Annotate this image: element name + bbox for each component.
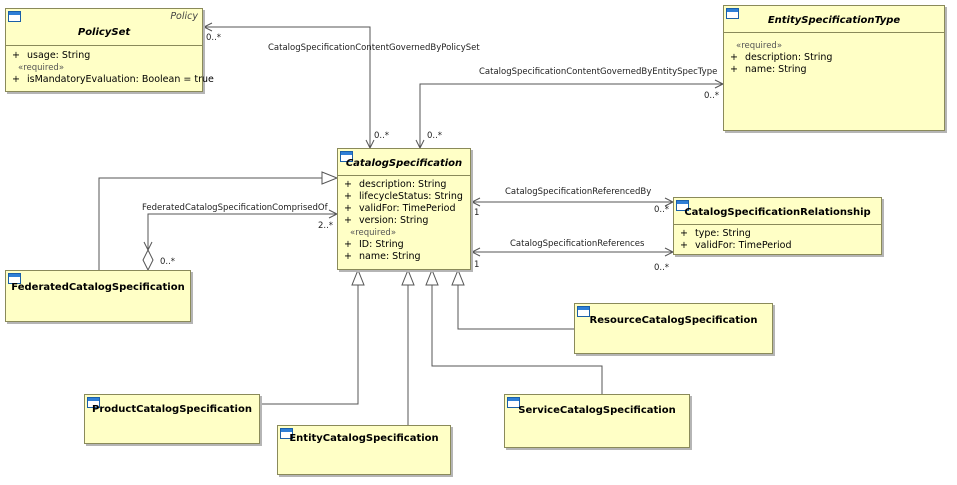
attribute-row: +version: String: [344, 215, 429, 226]
attribute-list: +description: String +lifecycleStatus: S…: [344, 179, 466, 263]
compartment-divider: [338, 175, 470, 176]
assoc-label-governed-by-policy: CatalogSpecificationContentGovernedByPol…: [268, 43, 480, 53]
mult-ref-by-catalog: 1: [474, 208, 480, 218]
class-catalog-specification[interactable]: CatalogSpecification +description: Strin…: [337, 148, 471, 270]
class-icon: [676, 200, 689, 211]
class-catalog-specification-relationship[interactable]: CatalogSpecificationRelationship +type: …: [673, 197, 882, 255]
arrowhead-policy: [202, 22, 213, 32]
assoc-label-referenced-by: CatalogSpecificationReferencedBy: [505, 187, 652, 197]
class-icon: [507, 397, 520, 408]
assoc-governed-by-policy-line: [204, 26, 371, 148]
compartment-divider: [724, 32, 944, 33]
attribute-list: +type: String +validFor: TimePeriod: [680, 228, 877, 252]
arrowhead-ref-by-catalog: [470, 197, 481, 207]
attribute-row: +ID: String: [344, 239, 404, 250]
mult-catalog-entity-end: 0..*: [427, 131, 443, 141]
class-name: FederatedCatalogSpecification: [11, 282, 185, 293]
attribute-row: +validFor: TimePeriod: [680, 240, 792, 251]
mult-catalog-policy-end: 0..*: [374, 131, 390, 141]
class-name: EntityCatalogSpecification: [289, 433, 439, 444]
compartment-divider: [6, 45, 202, 46]
aggregation-comprised-of-line: [147, 213, 337, 250]
generalization-federated-triangle: [321, 171, 339, 185]
mult-comprised-federated: 0..*: [160, 257, 176, 267]
attribute-row: +description: String: [344, 179, 447, 190]
assoc-label-comprised-of: FederatedCatalogSpecificationComprisedOf: [142, 203, 328, 213]
class-name: CatalogSpecification: [345, 158, 463, 169]
generalization-triangle-entity: [401, 268, 415, 286]
class-policy-set[interactable]: Policy PolicySet +usage: String «require…: [5, 8, 214, 92]
attribute-list: «required» +description: String +name: S…: [730, 40, 940, 76]
stereotype-label: Policy: [170, 11, 198, 22]
class-icon: [280, 428, 293, 439]
class-product-catalog-specification[interactable]: ProductCatalogSpecification: [84, 394, 260, 444]
assoc-governed-by-entity-line: [419, 83, 723, 148]
class-service-catalog-specification[interactable]: ServiceCatalogSpecification: [504, 394, 690, 448]
class-icon: [8, 273, 21, 284]
attribute-row: +usage: String: [12, 50, 91, 61]
generalization-triangle-resource: [451, 268, 465, 286]
class-name: ProductCatalogSpecification: [92, 404, 252, 415]
class-name: EntitySpecificationType: [767, 15, 901, 26]
class-icon: [340, 151, 353, 162]
generalization-product-line: [260, 285, 359, 405]
class-entity-catalog-specification[interactable]: EntityCatalogSpecification: [277, 425, 451, 475]
attribute-row: +description: String: [730, 52, 833, 63]
aggregation-diamond: [142, 248, 154, 272]
attribute-row: +type: String: [680, 228, 751, 239]
generalization-triangle-service: [425, 268, 439, 286]
class-icon: [726, 8, 739, 19]
generalization-federated-line: [98, 177, 322, 270]
mult-entity-end: 0..*: [704, 91, 720, 101]
attribute-row: +validFor: TimePeriod: [344, 203, 456, 214]
class-icon: [8, 11, 21, 22]
class-resource-catalog-specification[interactable]: ResourceCatalogSpecification: [574, 303, 773, 354]
attribute-row: +name: String: [344, 251, 421, 262]
class-name: CatalogSpecificationRelationship: [684, 207, 871, 218]
assoc-label-governed-by-entity: CatalogSpecificationContentGovernedByEnt…: [479, 67, 718, 77]
generalization-triangle-product: [351, 268, 365, 286]
mult-ref-by-rel: 0..*: [654, 205, 670, 215]
compartment-divider: [674, 224, 881, 225]
attribute-row: +lifecycleStatus: String: [344, 191, 463, 202]
mult-policy-end: 0..*: [206, 33, 222, 43]
required-stereotype: «required»: [350, 228, 397, 238]
class-name: ResourceCatalogSpecification: [589, 315, 758, 326]
attribute-list: +usage: String «required» +isMandatoryEv…: [12, 50, 214, 86]
mult-comprised-catalog: 2..*: [318, 221, 334, 231]
class-federated-catalog-specification[interactable]: FederatedCatalogSpecification: [5, 270, 191, 322]
required-stereotype: «required»: [736, 41, 783, 51]
class-name: PolicySet: [77, 27, 131, 38]
class-icon: [577, 306, 590, 317]
generalization-service-line: [431, 285, 603, 394]
assoc-label-references: CatalogSpecificationReferences: [510, 239, 645, 249]
generalization-resource-line: [457, 285, 574, 330]
class-entity-specification-type[interactable]: EntitySpecificationType «required» +desc…: [723, 5, 945, 131]
class-icon: [87, 397, 100, 408]
class-name: ServiceCatalogSpecification: [518, 405, 676, 416]
arrowhead-refs-catalog: [470, 247, 481, 257]
attribute-row: +isMandatoryEvaluation: Boolean = true: [12, 74, 214, 85]
required-stereotype: «required»: [18, 63, 65, 73]
attribute-row: +name: String: [730, 64, 807, 75]
mult-refs-catalog: 1: [474, 260, 480, 270]
mult-refs-rel: 0..*: [654, 263, 670, 273]
